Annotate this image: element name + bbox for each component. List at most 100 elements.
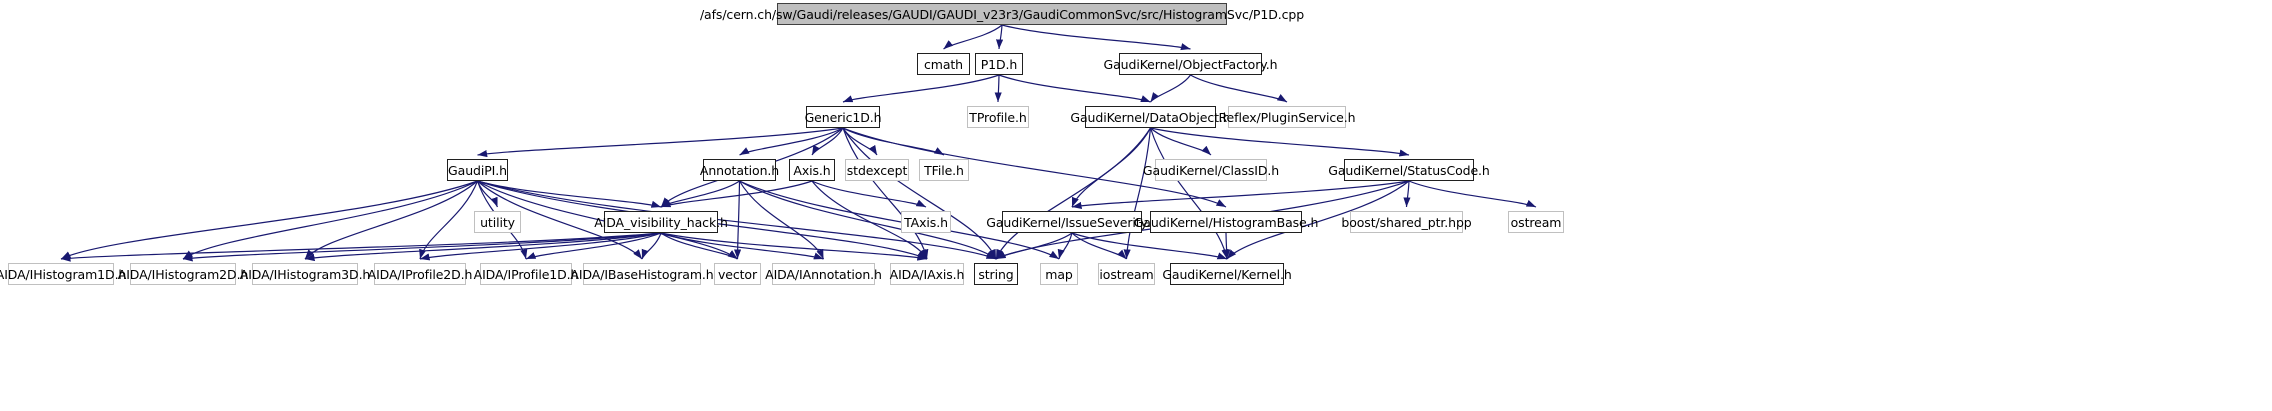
graph-node-iprofile1d[interactable]: AIDA/IProfile1D.h: [474, 263, 578, 285]
graph-edge-vishack-to-ihist1d: [60, 232, 662, 262]
graph-node-vector[interactable]: vector: [714, 263, 761, 285]
graph-edge-objfactory-to-pluginsvc: [1190, 74, 1288, 103]
graph-node-classid[interactable]: GaudiKernel/ClassID.h: [1143, 159, 1279, 181]
graph-node-map[interactable]: map: [1040, 263, 1078, 285]
graph-edge-vishack-to-iprofile2d: [419, 232, 662, 261]
graph-node-label: TFile.h: [924, 162, 964, 178]
graph-edge-issuesev-to-iostream: [1071, 232, 1127, 260]
graph-edge-vishack-to-iannot: [660, 232, 824, 260]
graph-node-ibasehist[interactable]: AIDA/IBaseHistogram.h: [570, 263, 714, 285]
graph-node-kernelh[interactable]: GaudiKernel/Kernel.h: [1162, 263, 1292, 285]
graph-node-ihist1d[interactable]: AIDA/IHistogram1D.h: [0, 263, 126, 285]
graph-edge-annotation-to-vector: [733, 180, 742, 260]
graph-node-label: AIDA/IProfile1D.h: [473, 266, 579, 282]
graph-node-label: AIDA/IHistogram2D.h: [117, 266, 249, 282]
graph-node-iprofile2d[interactable]: AIDA/IProfile2D.h: [368, 263, 472, 285]
graph-node-iannot[interactable]: AIDA/IAnnotation.h: [765, 263, 882, 285]
graph-node-issuesev[interactable]: GaudiKernel/IssueSeverity.h: [986, 211, 1158, 233]
graph-node-dataobject[interactable]: GaudiKernel/DataObject.h: [1070, 106, 1231, 128]
graph-edge-histbase-to-kernelh: [1223, 232, 1231, 260]
graph-node-axish[interactable]: Axis.h: [789, 159, 835, 181]
graph-edge-gaudipi-to-string: [477, 180, 997, 260]
graph-node-label: boost/shared_ptr.hpp: [1341, 214, 1472, 230]
graph-node-label: GaudiKernel/IssueSeverity.h: [986, 214, 1158, 230]
graph-edge-annotation-to-iannot: [738, 180, 825, 260]
graph-edge-issuesev-to-map: [1057, 232, 1073, 260]
graph-node-taxish[interactable]: TAxis.h: [901, 211, 951, 233]
graph-node-generic1d[interactable]: Generic1D.h: [805, 106, 882, 128]
graph-node-label: GaudiKernel/ClassID.h: [1142, 162, 1280, 178]
graph-edge-dataobject-to-string: [995, 127, 1152, 260]
graph-edge-dataobject-to-iostream: [1123, 127, 1152, 260]
graph-edge-axish-to-taxish: [811, 180, 927, 208]
graph-node-ostream[interactable]: ostream: [1508, 211, 1564, 233]
graph-edge-root-to-objfactory: [1001, 24, 1191, 51]
graph-edge-generic1d-to-string: [842, 127, 997, 260]
graph-edge-issuesev-to-kernelh: [1071, 232, 1228, 260]
graph-node-label: AIDA_visibility_hack.h: [594, 214, 728, 230]
graph-node-label: /afs/cern.ch/sw/Gaudi/releases/GAUDI/GAU…: [699, 6, 1305, 22]
graph-node-pluginsvc[interactable]: Reflex/PluginService.h: [1219, 106, 1356, 128]
graph-node-statuscode[interactable]: GaudiKernel/StatusCode.h: [1328, 159, 1490, 181]
graph-edge-statuscode-to-kernelh: [1226, 180, 1410, 260]
graph-edge-axish-to-iaxis: [811, 180, 928, 260]
graph-node-label: P1D.h: [980, 56, 1018, 72]
graph-edge-statuscode-to-boostshared: [1403, 180, 1411, 208]
graph-edge-generic1d-to-iaxis: [842, 127, 929, 260]
graph-node-histbase[interactable]: GaudiKernel/HistogramBase.h: [1134, 211, 1318, 233]
graph-edge-issuesev-to-string: [995, 232, 1073, 260]
graph-node-annotation[interactable]: Annotation.h: [700, 159, 779, 181]
graph-edge-generic1d-to-histbase: [842, 127, 1227, 208]
graph-node-ihist2d[interactable]: AIDA/IHistogram2D.h: [118, 263, 248, 285]
graph-node-label: AIDA/IHistogram3D.h: [239, 266, 371, 282]
graph-edge-root-to-p1dh: [996, 24, 1004, 50]
graph-node-label: AIDA/IBaseHistogram.h: [570, 266, 714, 282]
graph-node-stdexcept[interactable]: stdexcept: [845, 159, 909, 181]
graph-node-label: GaudiKernel/Kernel.h: [1162, 266, 1292, 282]
graph-edge-vishack-to-iaxis: [660, 232, 928, 261]
graph-edge-p1dh-to-dataobject: [998, 74, 1151, 103]
graph-node-label: ostream: [1510, 214, 1562, 230]
graph-node-boostshared[interactable]: boost/shared_ptr.hpp: [1341, 211, 1472, 233]
graph-edge-generic1d-to-gaudipi: [477, 127, 844, 158]
graph-edge-vishack-to-ihist2d: [182, 232, 662, 262]
graph-node-label: Reflex/PluginService.h: [1218, 109, 1356, 125]
graph-node-label: cmath: [923, 56, 964, 72]
graph-node-utility[interactable]: utility: [474, 211, 521, 233]
graph-node-label: Axis.h: [793, 162, 831, 178]
graph-node-string[interactable]: string: [974, 263, 1018, 285]
graph-edge-axish-to-vishack: [660, 180, 813, 208]
graph-edge-annotation-to-string: [739, 180, 997, 260]
graph-node-vishack[interactable]: AIDA_visibility_hack.h: [594, 211, 728, 233]
graph-edge-dataobject-to-statuscode: [1150, 127, 1410, 157]
graph-edge-dataobject-to-classid: [1150, 127, 1212, 156]
graph-node-label: string: [978, 266, 1014, 282]
graph-edge-vishack-to-iprofile1d: [525, 232, 662, 260]
graph-edge-vishack-to-vector: [660, 232, 738, 260]
graph-edge-gaudipi-to-ihist2d: [182, 180, 478, 260]
graph-node-label: TProfile.h: [969, 109, 1027, 125]
graph-edge-root-to-cmath: [943, 24, 1003, 50]
graph-node-cmath[interactable]: cmath: [917, 53, 970, 75]
graph-node-label: vector: [717, 266, 758, 282]
graph-node-label: AIDA/IAnnotation.h: [765, 266, 882, 282]
graph-node-objfactory[interactable]: GaudiKernel/ObjectFactory.h: [1104, 53, 1278, 75]
graph-edge-annotation-to-vishack: [660, 180, 740, 208]
graph-node-tprofile[interactable]: TProfile.h: [967, 106, 1029, 128]
graph-node-label: AIDA/IAxis.h: [889, 266, 965, 282]
graph-edge-generic1d-to-annotation: [739, 127, 844, 156]
graph-node-label: stdexcept: [846, 162, 908, 178]
graph-edge-dataobject-to-kernelh: [1149, 127, 1229, 260]
graph-edge-vishack-to-ibasehist: [641, 232, 662, 260]
graph-node-gaudipi[interactable]: GaudiPI.h: [447, 159, 508, 181]
graph-node-label: GaudiKernel/HistogramBase.h: [1133, 214, 1319, 230]
graph-node-label: AIDA/IHistogram1D.h: [0, 266, 127, 282]
graph-node-root[interactable]: /afs/cern.ch/sw/Gaudi/releases/GAUDI/GAU…: [700, 3, 1304, 25]
graph-node-ihist3d[interactable]: AIDA/IHistogram3D.h: [240, 263, 370, 285]
graph-node-tfileh[interactable]: TFile.h: [919, 159, 969, 181]
graph-edge-p1dh-to-tprofile: [994, 74, 1002, 103]
graph-node-label: GaudiKernel/StatusCode.h: [1328, 162, 1490, 178]
graph-node-iostream[interactable]: iostream: [1098, 263, 1155, 285]
graph-node-p1dh[interactable]: P1D.h: [975, 53, 1023, 75]
graph-node-iaxis[interactable]: AIDA/IAxis.h: [890, 263, 964, 285]
